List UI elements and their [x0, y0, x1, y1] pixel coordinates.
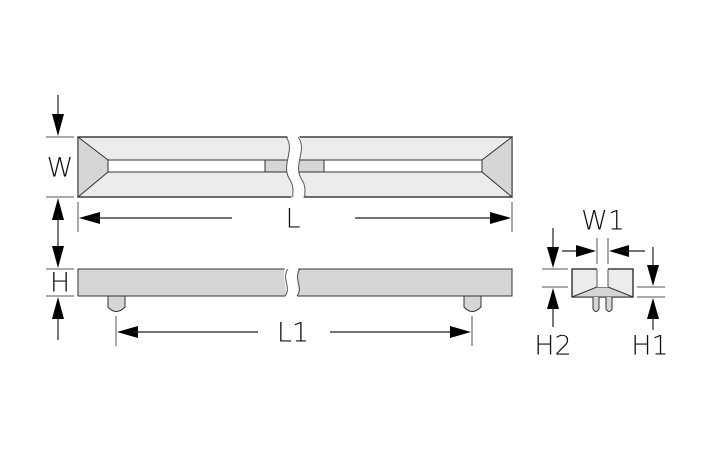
right-bevel — [481, 135, 513, 199]
top-view — [77, 134, 513, 200]
arrow-up-icon — [52, 297, 64, 319]
arrow-down-icon — [547, 247, 559, 268]
end-view-slot — [597, 266, 608, 287]
label-l: L — [285, 204, 300, 235]
end-pin-right — [605, 297, 613, 312]
arrow-right-icon — [450, 326, 471, 338]
arrow-right-icon — [490, 212, 511, 224]
side-break-gap — [284, 266, 300, 299]
arrow-down-icon — [52, 114, 64, 136]
arrow-up-icon — [52, 198, 64, 220]
arrow-down-icon — [52, 246, 64, 268]
side-view — [77, 266, 513, 312]
label-w: W — [47, 153, 74, 184]
arrow-left-icon — [117, 326, 138, 338]
height-2-dimension: H2 — [534, 228, 572, 362]
arrow-down-icon — [647, 265, 659, 286]
height-dimension: H — [46, 246, 74, 340]
label-w1: W1 — [581, 206, 625, 237]
label-h: H — [50, 268, 70, 299]
end-pin-left — [592, 297, 600, 312]
side-break-line-right — [296, 268, 301, 297]
label-h1: H1 — [631, 331, 668, 362]
length-dimension: L — [77, 202, 513, 235]
arrow-up-icon — [647, 298, 659, 319]
width-dimension: W — [46, 95, 74, 252]
side-break-line-left — [284, 268, 289, 297]
pin-left — [107, 295, 126, 312]
arrow-up-icon — [547, 288, 559, 309]
arrow-left-icon — [609, 245, 629, 257]
break-gap — [286, 134, 305, 200]
slot-width-dimension: W1 — [562, 206, 645, 264]
label-l1: L1 — [277, 318, 309, 349]
pin-right — [463, 295, 482, 312]
arrow-left-icon — [79, 212, 100, 224]
break-line-left — [285, 136, 294, 198]
height-1-dimension: H1 — [631, 247, 669, 362]
arrow-right-icon — [576, 245, 596, 257]
break-line-right — [297, 136, 306, 198]
pin-spacing-dimension: L1 — [115, 316, 473, 349]
end-view — [571, 266, 634, 312]
label-h2: H2 — [534, 331, 571, 362]
left-bevel — [77, 135, 109, 199]
